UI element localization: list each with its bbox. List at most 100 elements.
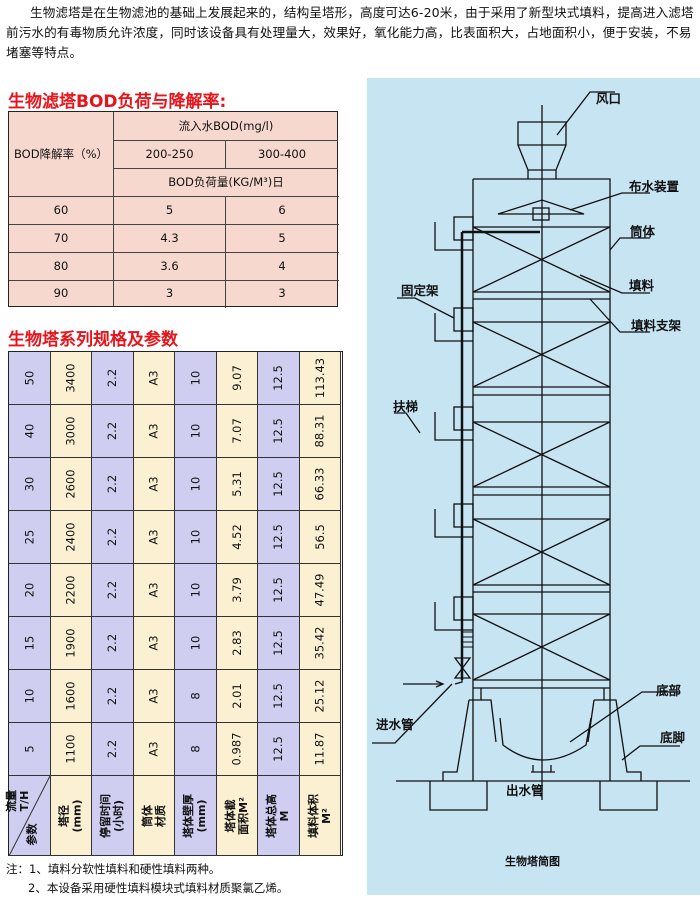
leader-distributor [569,192,650,211]
flow-cell: 20 [9,564,51,617]
leader-packing [579,274,650,294]
cell-text: A3 [146,370,161,386]
cell-text: 2600 [63,469,78,499]
param-header: 筒体 材质 [133,776,175,856]
label-inlet-pipe: 进水管 [376,717,414,732]
param-cell: A3 [133,458,175,511]
param-cell: 2400 [50,511,92,564]
label-distributor: 布水装置 [629,179,680,194]
cell-text: 10 [188,529,203,545]
flow-cell: 50 [9,352,51,405]
bod-table-title: 生物滤塔BOD负荷与降解率: [8,92,227,112]
cell-text: 10 [22,688,37,704]
cell-text: 塔体壁厚 (mm) [182,793,209,838]
cell-text: 40 [22,423,37,439]
label-outlet-pipe: 出水管 [506,783,544,798]
param-cell: 12.5 [258,458,300,511]
cell-text: 2.2 [105,580,120,600]
load-cell: 3.6 [160,259,179,273]
range-header: 300-400 [257,147,307,161]
param-cell: A3 [133,352,175,405]
cell-text: 12.5 [271,577,286,603]
cell-text: 15 [22,635,37,651]
param-cell: 10 [175,511,217,564]
fixing-bracket [434,602,473,631]
fixing-frame [453,307,474,332]
cell-text: 12.5 [271,683,286,709]
param-cell: 0.987 [216,723,258,776]
cell-text: 12.5 [271,524,286,550]
cell-text: 25.12 [312,679,327,713]
inlet-arrow-head [435,680,445,688]
param-cell: 2.2 [92,458,134,511]
left-pedestal [442,699,497,781]
cell-text: 筒体 材质 [140,804,167,827]
load-cell: 5 [165,203,174,217]
param-cell: 12.5 [258,511,300,564]
label-fixing-frame: 固定架 [401,283,439,298]
param-header: 塔径 (mm) [50,776,92,856]
param-cell: 47.49 [299,564,341,617]
cell-text: 塔径 (mm) [57,799,84,832]
leader-bottom [569,691,680,743]
cell-text: 2.83 [229,630,244,656]
intro-paragraph: 生物滤塔是在生物滤池的基础上发展起来的，结构呈塔形，高度可达6-20米，由于采用… [6,3,696,63]
label-bottom: 底部 [656,683,682,698]
leader-foot [621,745,680,761]
param-cell: 2.2 [92,352,134,405]
param-cell: 10 [175,617,217,670]
load-cell: 3 [165,286,174,300]
fixing-bracket [434,509,473,538]
param-cell: 3.79 [216,564,258,617]
cell-text: 5.31 [229,471,244,497]
param-cell: 1100 [50,723,92,776]
leader-fixing-frame [397,297,455,319]
cell-text: 12.5 [271,418,286,444]
cell-text: 3.79 [229,577,244,603]
cell-text: 66.33 [312,467,327,501]
spec-table-title: 生物塔系列规格及参数 [8,330,178,350]
fixing-frame [453,503,474,528]
packing-cross [472,613,611,681]
param-cell: 2.2 [92,564,134,617]
cell-text: 填料体积 M² [306,793,333,838]
cell-text: 2.2 [105,686,120,706]
cell-text: 2.2 [105,421,120,441]
param-cell: 10 [175,458,217,511]
influent-header: 流入水BOD(mg/l) [178,119,274,133]
param-cell: A3 [133,723,175,776]
cell-text: A3 [146,635,161,651]
load-cell: 3 [278,286,286,300]
param-cell: 88.31 [299,405,341,458]
cell-text: A3 [146,741,161,757]
param-header: 填料体积 M² [299,776,341,856]
cell-text: 1600 [63,681,78,711]
param-cell: 7.07 [216,405,258,458]
param-cell: 10 [175,352,217,405]
cell-text: 塔体总高 M [265,793,292,838]
inlet-pipe [454,680,463,685]
fixing-frame [453,406,474,431]
load-cell: 6 [278,203,286,217]
cell-text: A3 [146,529,161,545]
param-cell: 2.83 [216,617,258,670]
param-cell: A3 [133,617,175,670]
cell-text: 2400 [63,522,78,552]
bod-table: BOD降解率（%） 流入水BOD(mg/l) 200-250 300-400 B… [8,111,339,308]
cell-text: 8 [188,692,203,700]
fixing-bracket [434,412,473,441]
param-cell: A3 [133,405,175,458]
cell-text: 12.5 [271,736,286,762]
param-cell: 10 [175,564,217,617]
param-cell: 11.87 [299,723,341,776]
intro-text: 生物滤塔是在生物滤池的基础上发展起来的，结构呈塔形，高度可达6-20米，由于采用… [6,5,694,60]
fixing-bracket [434,313,473,342]
leader-packing-support [589,298,650,333]
distributor-box [532,207,550,221]
tower-drawing [372,91,690,811]
right-pedestal [587,699,642,781]
param-cell: 10 [175,405,217,458]
